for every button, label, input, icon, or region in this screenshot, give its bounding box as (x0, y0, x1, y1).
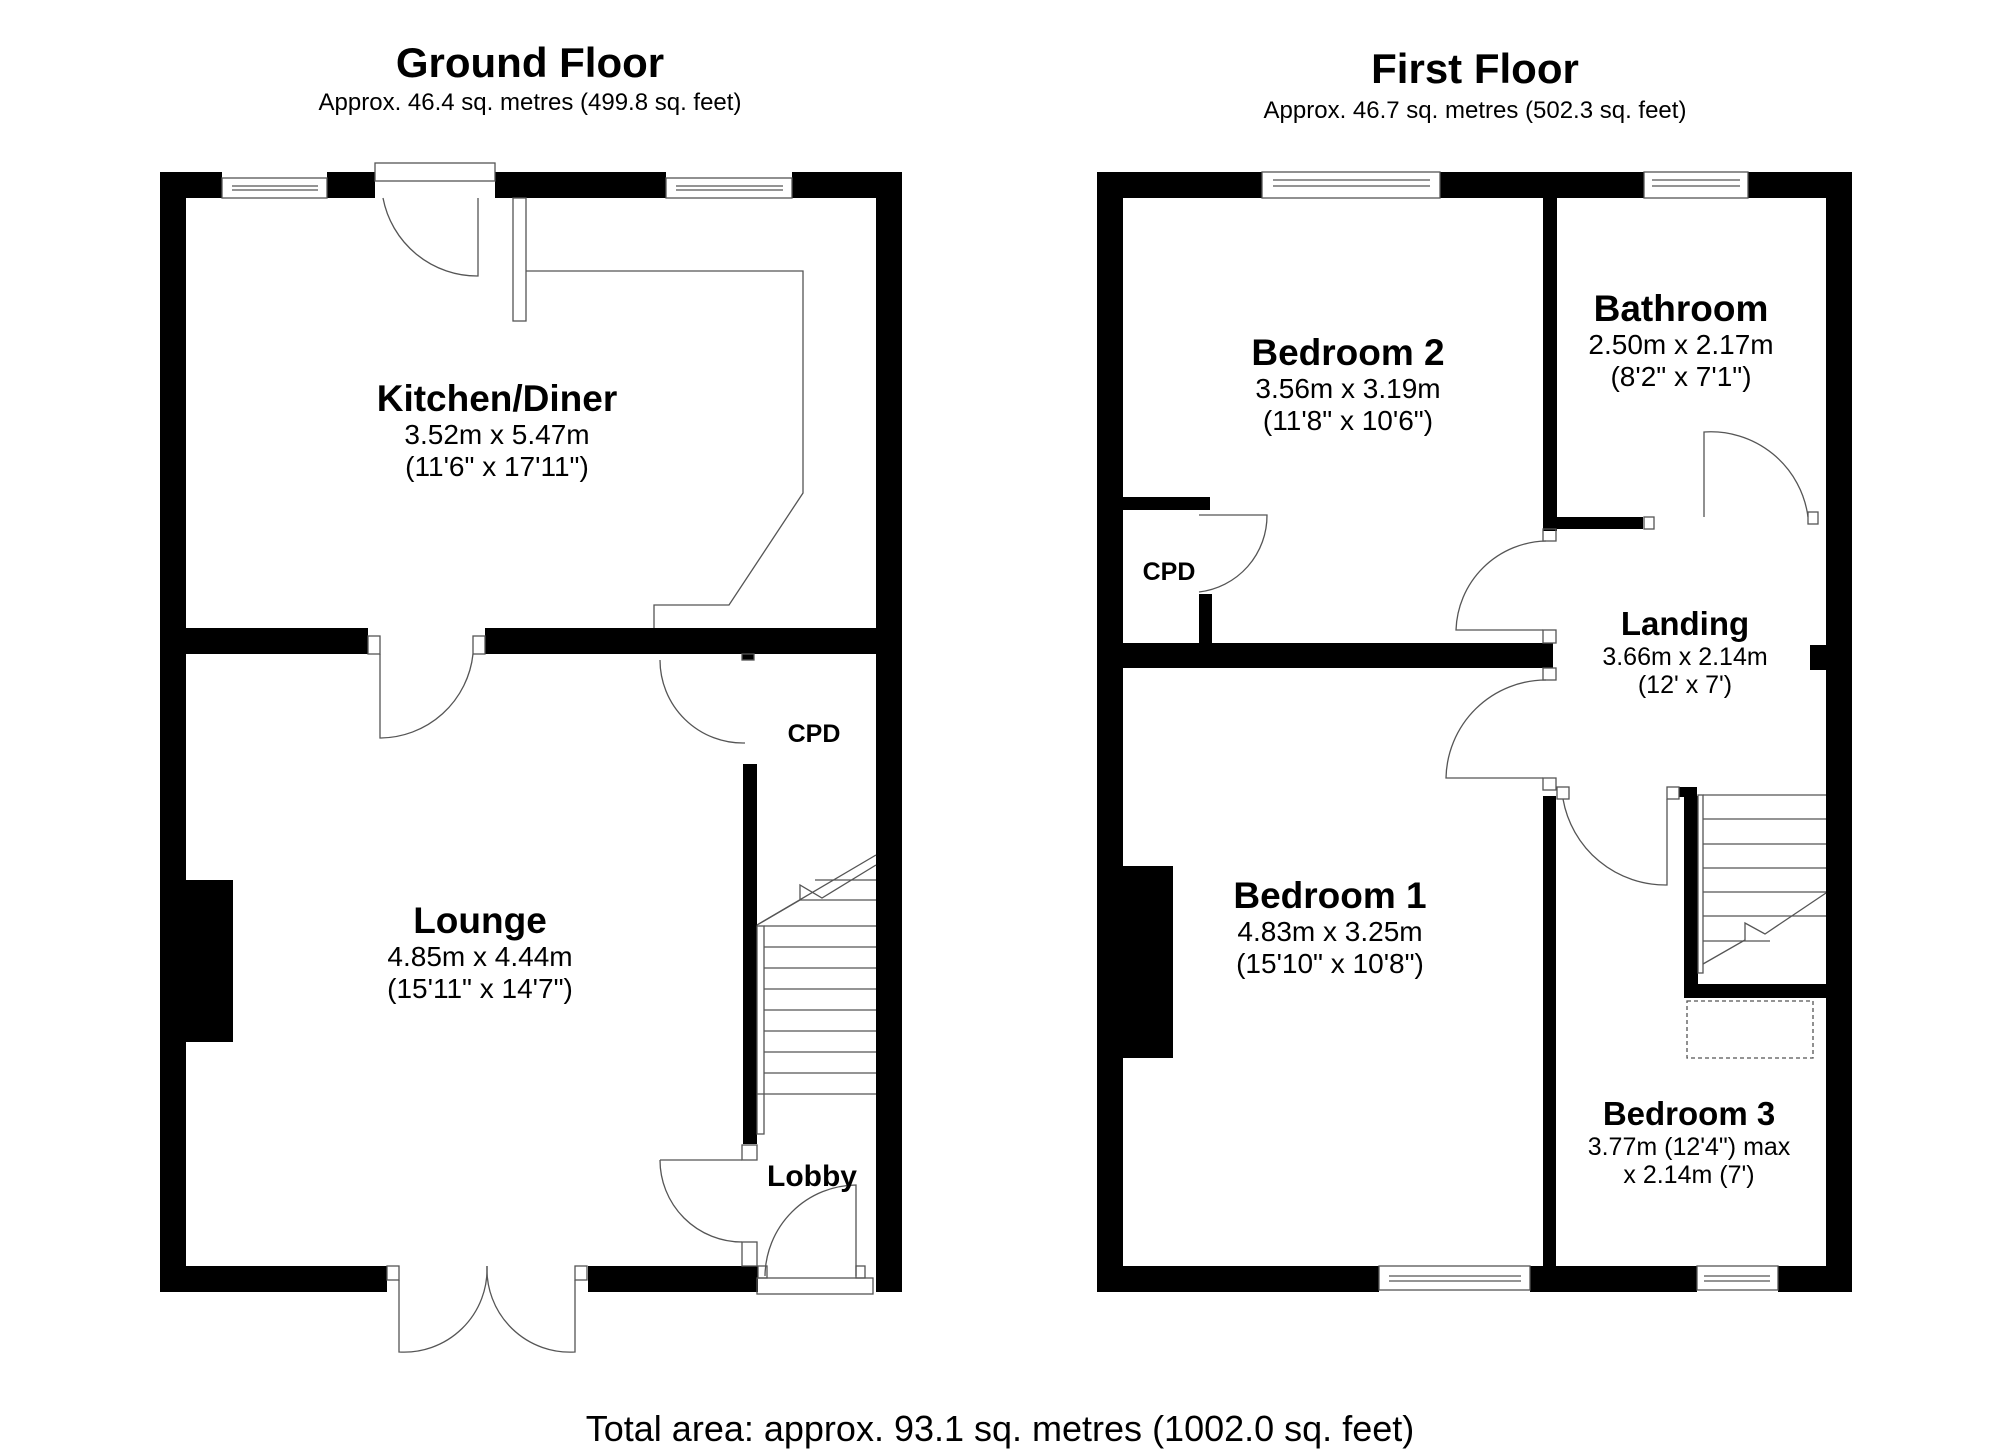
room-cpd-first: CPD (1142, 558, 1196, 586)
ground-floor-fixtures (221, 162, 877, 1353)
room-bedroom-1: Bedroom 1 4.83m x 3.25m (15'10" x 10'8") (1233, 875, 1426, 979)
room-name: Landing (1620, 605, 1750, 642)
room-landing: Landing 3.66m x 2.14m (12' x 7') (1602, 605, 1768, 699)
room-bedroom-3: Bedroom 3 3.77m (12'4") max x 2.14m (7') (1587, 1095, 1791, 1189)
first-floor-area: Approx. 46.7 sq. metres (502.3 sq. feet) (1263, 97, 1687, 124)
room-name: Bedroom 1 (1233, 875, 1427, 916)
room-cpd-ground: CPD (787, 720, 841, 748)
ground-floor-walls (160, 172, 902, 1292)
room-dim-imperial: (8'2" x 7'1") (1610, 360, 1752, 392)
room-dim-metric: 2.50m x 2.17m (1588, 329, 1774, 361)
room-name: Bedroom 2 (1251, 332, 1445, 373)
room-bathroom: Bathroom 2.50m x 2.17m (8'2" x 7'1") (1588, 288, 1773, 392)
ground-floor-title: Ground Floor (395, 39, 665, 86)
room-dim-metric: 4.83m x 3.25m (1237, 916, 1423, 948)
room-dim-imperial: (11'8" x 10'6") (1262, 404, 1434, 436)
room-name: Lobby (767, 1160, 857, 1193)
room-dim-imperial: (15'10" x 10'8") (1236, 947, 1424, 979)
room-name: Bathroom (1593, 288, 1769, 329)
room-lounge: Lounge 4.85m x 4.44m (15'11" x 14'7") (387, 900, 573, 1004)
first-floor-fixtures (1198, 171, 1827, 1291)
room-dim-imperial: (11'6" x 17'11") (405, 450, 589, 482)
room-name: Lounge (413, 900, 547, 941)
room-name: Kitchen/Diner (376, 378, 618, 419)
room-dim-metric: 3.56m x 3.19m (1255, 373, 1441, 405)
room-name: Bedroom 3 (1602, 1095, 1776, 1132)
room-dim-metric: 3.66m x 2.14m (1602, 642, 1768, 671)
room-dim-imperial: (12' x 7') (1637, 670, 1733, 699)
room-lobby: Lobby (767, 1160, 857, 1194)
first-floor-title: First Floor (1371, 45, 1579, 92)
total-area: Total area: approx. 93.1 sq. metres (100… (585, 1408, 1415, 1449)
room-dim-metric: 3.77m (12'4") max (1587, 1132, 1791, 1161)
ground-floor-area: Approx. 46.4 sq. metres (499.8 sq. feet) (318, 89, 742, 116)
room-dim-imperial: x 2.14m (7') (1623, 1160, 1755, 1189)
room-dim-metric: 4.85m x 4.44m (387, 941, 573, 973)
room-dim-imperial: (15'11" x 14'7") (387, 972, 573, 1004)
room-kitchen-diner: Kitchen/Diner 3.52m x 5.47m (11'6" x 17'… (377, 378, 618, 482)
room-dim-metric: 3.52m x 5.47m (404, 419, 590, 451)
room-bedroom-2: Bedroom 2 3.56m x 3.19m (11'8" x 10'6") (1251, 332, 1444, 436)
first-floor-walls (1097, 172, 1852, 1292)
